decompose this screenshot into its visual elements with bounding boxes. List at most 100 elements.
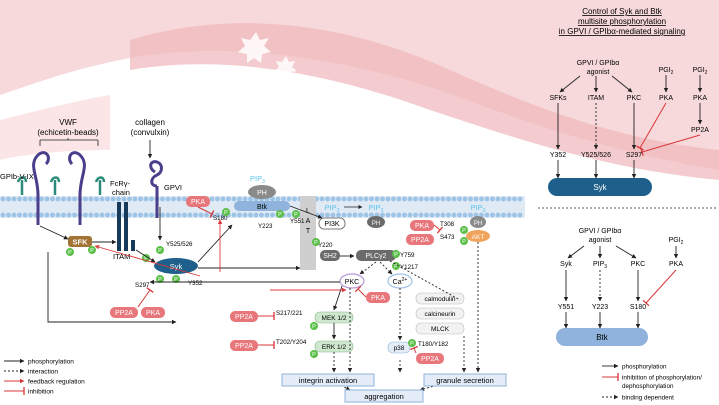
fcr-label-1: FcRγ- [110, 179, 130, 188]
lipid-head [407, 212, 413, 218]
svg-text:feedback regulation: feedback regulation [28, 379, 85, 386]
lipid-head [187, 212, 193, 218]
lipid-head [83, 196, 88, 202]
lipid-head [193, 212, 198, 218]
svg-text:PH: PH [372, 221, 380, 227]
lipid-head [319, 212, 325, 218]
lipid-head [220, 196, 226, 202]
lipid-head [110, 212, 116, 218]
lipid-head [490, 196, 495, 202]
lipid-head [215, 196, 220, 202]
svg-text:P: P [174, 277, 178, 283]
lipid-head [336, 196, 341, 202]
svg-text:PGI2: PGI2 [693, 67, 708, 76]
pka-akt: PKA [410, 220, 434, 231]
svg-text:PKC: PKC [627, 95, 641, 102]
lipid-head [248, 212, 253, 218]
svg-text:P: P [394, 252, 398, 258]
svg-text:S297: S297 [626, 152, 642, 159]
lipid-head [248, 196, 253, 202]
lipid-head [341, 196, 347, 202]
lipid-head [264, 212, 270, 218]
lipid-head [143, 196, 149, 202]
phospho-dot: P [156, 275, 164, 283]
mek-node: MEK 1/2 [314, 311, 354, 324]
lipid-head [55, 196, 61, 202]
lipid-head [380, 212, 385, 218]
lipid-head [396, 196, 402, 202]
lipid-head [176, 196, 182, 202]
lipid-head [61, 212, 66, 218]
svg-text:agonist: agonist [587, 69, 610, 76]
itam-label: ITAM [113, 252, 130, 261]
lipid-head [385, 196, 391, 202]
svg-text:phosphorylation: phosphorylation [622, 364, 667, 371]
lipid-head [171, 212, 176, 218]
svg-text:PKA: PKA [146, 310, 160, 317]
lipid-head [435, 196, 440, 202]
svg-text:PGI2: PGI2 [669, 237, 684, 246]
lipid-head [204, 212, 209, 218]
lipid-head [501, 196, 506, 202]
svg-text:PP2A: PP2A [411, 237, 429, 244]
calcium-proteins: calmodulin calcineurin MLCK [415, 292, 465, 335]
svg-text:Syk: Syk [560, 261, 572, 268]
lipid-head [94, 212, 99, 218]
pp2a-p38: PP2A [416, 353, 444, 364]
lipid-head [495, 212, 501, 218]
lipid-head [512, 212, 517, 218]
lipid-head [374, 196, 380, 202]
phospho-dot: P [460, 237, 468, 245]
phospho-dot: P [392, 262, 400, 270]
lipid-head [352, 196, 358, 202]
lipid-head [402, 196, 407, 202]
phospho-dot: P [88, 246, 96, 254]
btk-node: PH Btk [234, 185, 290, 211]
lipid-head [149, 196, 154, 202]
svg-text:PKA: PKA [659, 95, 673, 102]
lipid-head [198, 212, 204, 218]
svg-text:dephosphorylation: dephosphorylation [622, 383, 674, 390]
lipid-head [451, 212, 457, 218]
right-panel-title: Control of Syk and Btk multisite phospho… [559, 7, 685, 36]
lipid-head [281, 196, 286, 202]
lipid-head [116, 196, 121, 202]
lipid-head [429, 196, 435, 202]
lipid-head [292, 196, 297, 202]
svg-text:integrin activation: integrin activation [299, 376, 357, 385]
svg-text:P: P [144, 256, 148, 262]
svg-text:granule secretion: granule secretion [436, 376, 494, 385]
lipid-head [39, 212, 44, 218]
lipid-head [138, 212, 143, 218]
lipid-head [358, 212, 363, 218]
gpvi-label: GPVI [164, 183, 182, 192]
lipid-head [138, 196, 143, 202]
pathway-arrows [39, 205, 481, 392]
lipid-head [165, 212, 171, 218]
p38-node: p38 [387, 341, 411, 354]
lipid-head [132, 212, 138, 218]
lipid-head [55, 212, 61, 218]
lipid-head [352, 212, 358, 218]
fcr-label-2: chain [112, 188, 130, 197]
phospho-dot: P [276, 210, 284, 218]
lipid-head [61, 196, 66, 202]
lipid-head [286, 212, 292, 218]
lipid-head [473, 196, 479, 202]
plc-gamma2-node: PH SH2 PLCγ2 [320, 216, 396, 261]
lipid-head [22, 196, 28, 202]
lipid-head [171, 196, 176, 202]
svg-text:T: T [306, 228, 311, 235]
svg-text:Ca2+: Ca2+ [393, 277, 408, 286]
svg-text:P: P [158, 277, 162, 283]
lipid-head [424, 212, 429, 218]
svg-text:inhibition of phosphorylation/: inhibition of phosphorylation/ [622, 375, 702, 382]
svg-text:T308: T308 [440, 221, 455, 228]
lipid-head [127, 212, 132, 218]
svg-text:Y220: Y220 [318, 242, 333, 249]
pp2a-akt: PP2A [406, 234, 434, 245]
svg-text:PKA: PKA [415, 223, 429, 230]
lipid-head [501, 212, 506, 218]
svg-text:PKA: PKA [669, 261, 683, 268]
svg-text:P: P [278, 212, 282, 218]
